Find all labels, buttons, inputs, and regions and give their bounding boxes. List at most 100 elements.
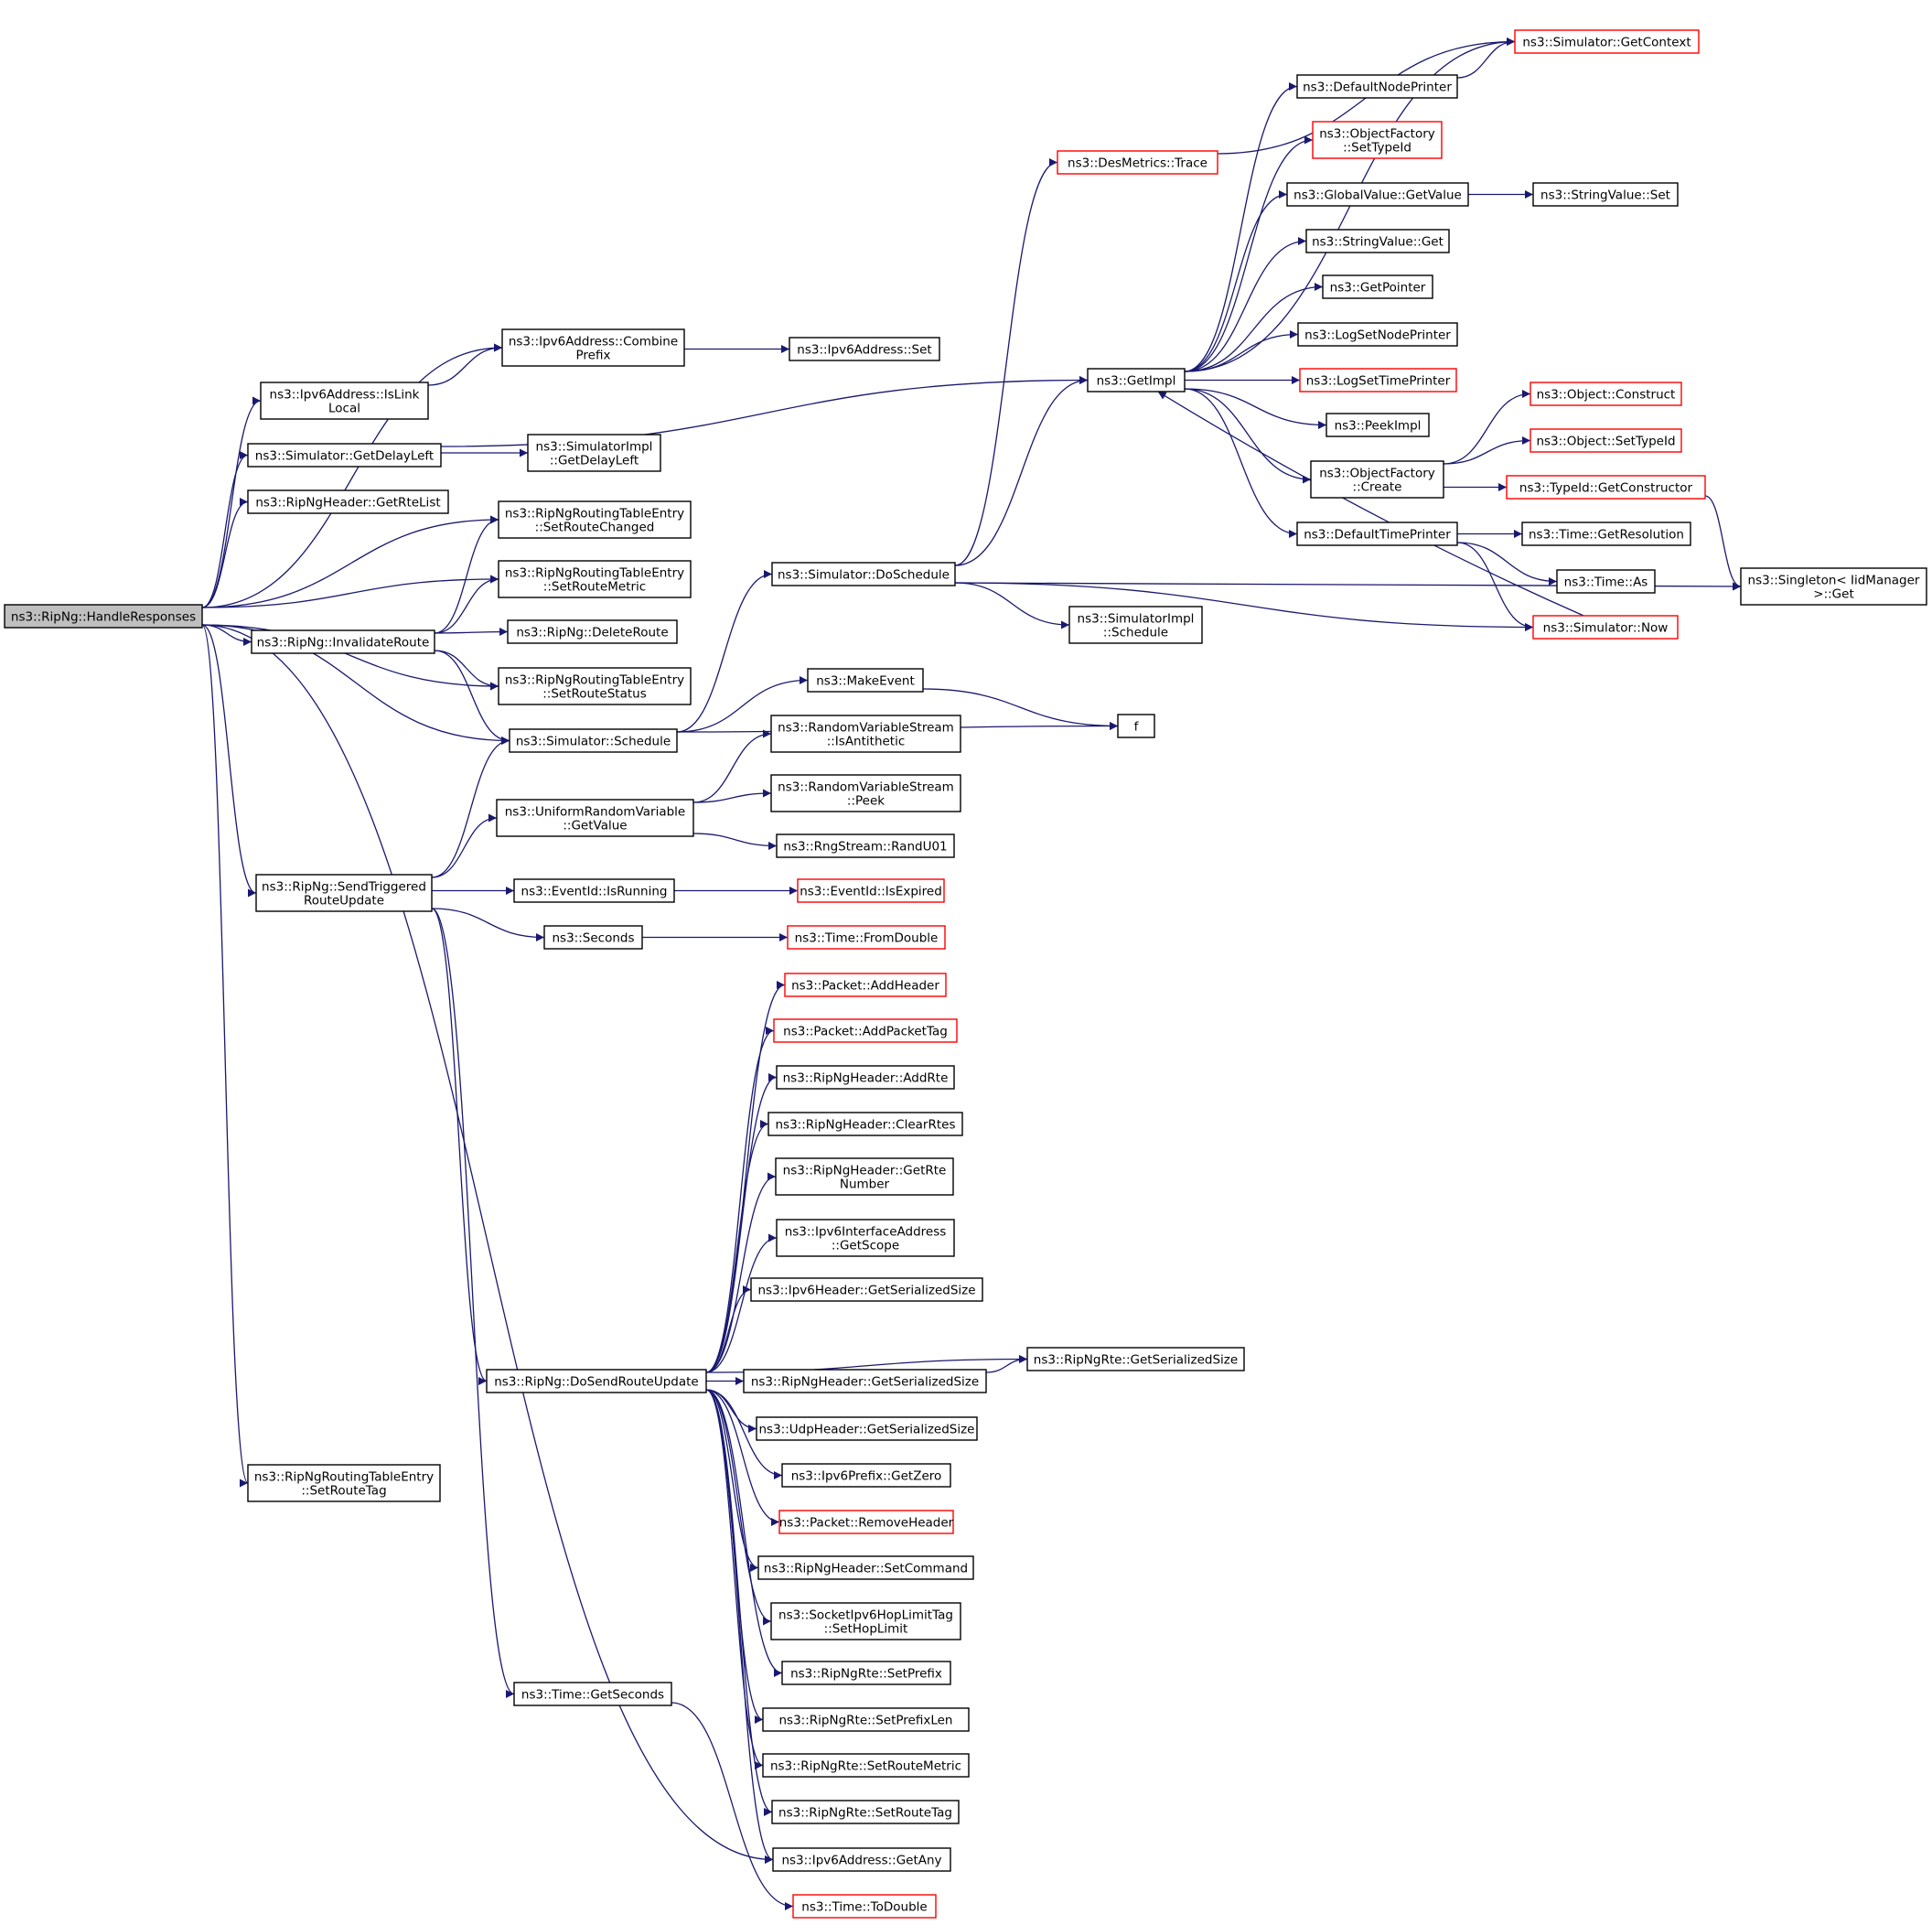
node-doschedule[interactable]: ns3::Simulator::DoSchedule [771, 562, 956, 586]
edge-schedule-to-makeevent [676, 676, 809, 733]
node-setroutestatus[interactable]: ns3::RipNgRoutingTableEntry::SetRouteSta… [498, 667, 692, 705]
node-ofcreate[interactable]: ns3::ObjectFactory::Create [1310, 460, 1444, 499]
node-invalidateroute[interactable]: ns3::RipNg::InvalidateRoute [251, 629, 435, 654]
node-stringget[interactable]: ns3::StringValue::Get [1305, 229, 1450, 253]
node-now[interactable]: ns3::Simulator::Now [1532, 615, 1679, 640]
node-isantithetic[interactable]: ns3::RandomVariableStream::IsAntithetic [770, 715, 961, 753]
node-rtesetroutemetric[interactable]: ns3::RipNgRte::SetRouteMetric [762, 1753, 970, 1778]
node-addrte[interactable]: ns3::RipNgHeader::AddRte [776, 1065, 955, 1090]
node-label: ::IsAntithetic [827, 735, 906, 749]
node-ripngrtesize[interactable]: ns3::RipNgRte::GetSerializedSize [1026, 1347, 1245, 1371]
node-removeheader[interactable]: ns3::Packet::RemoveHeader [778, 1510, 954, 1534]
node-box [775, 1157, 954, 1196]
node-ofsettypeid[interactable]: ns3::ObjectFactory::SetTypeId [1312, 121, 1443, 159]
node-box [762, 1707, 970, 1732]
node-defaulttimeprinter[interactable]: ns3::DefaultTimePrinter [1296, 522, 1458, 546]
node-label: ns3::Ipv6Header::GetSerializedSize [757, 1284, 975, 1298]
node-setcommand[interactable]: ns3::RipNgHeader::SetCommand [757, 1555, 974, 1580]
node-peek[interactable]: ns3::RandomVariableStream::Peek [770, 774, 961, 812]
node-box [1521, 522, 1691, 546]
node-setprefixlen[interactable]: ns3::RipNgRte::SetPrefixLen [762, 1707, 970, 1732]
node-setprefix[interactable]: ns3::RipNgRte::SetPrefix [781, 1661, 951, 1685]
node-logsetnodeprinter[interactable]: ns3::LogSetNodePrinter [1297, 322, 1458, 347]
node-label: ns3::RipNgHeader::AddRte [783, 1071, 949, 1086]
node-todouble[interactable]: ns3::Time::ToDouble [792, 1894, 937, 1919]
node-ripngheadersize[interactable]: ns3::RipNgHeader::GetSerializedSize [743, 1369, 987, 1393]
node-label: ::SetRouteTag [301, 1484, 386, 1499]
node-label: ns3::Ipv6Prefix::GetZero [791, 1469, 942, 1484]
node-fromdouble[interactable]: ns3::Time::FromDouble [787, 925, 946, 950]
node-label: RouteUpdate [304, 894, 384, 909]
node-globalgetvalue[interactable]: ns3::GlobalValue::GetValue [1286, 182, 1469, 207]
edge-doschedule-to-desmetrics [954, 158, 1058, 566]
node-uniformgetvalue[interactable]: ns3::UniformRandomVariable::GetValue [496, 799, 694, 837]
node-deleteroute[interactable]: ns3::RipNg::DeleteRoute [507, 619, 678, 644]
node-dosendrouteupdate[interactable]: ns3::RipNg::DoSendRouteUpdate [486, 1369, 707, 1393]
node-randu01[interactable]: ns3::RngStream::RandU01 [776, 833, 955, 858]
edge-sendtriggered-to-schedule [431, 737, 510, 878]
node-setroutetag-entry[interactable]: ns3::RipNgRoutingTableEntry::SetRouteTag [247, 1464, 441, 1502]
node-rtesetroutetag[interactable]: ns3::RipNgRte::SetRouteTag [771, 1800, 960, 1824]
edge-uniformgetvalue-to-randu01 [692, 833, 778, 850]
node-getseconds[interactable]: ns3::Time::GetSeconds [513, 1682, 672, 1706]
node-box [1532, 182, 1679, 207]
node-objsettypeid[interactable]: ns3::Object::SetTypeId [1530, 428, 1682, 453]
node-ipv6set[interactable]: ns3::Ipv6Address::Set [789, 337, 940, 361]
edge-getimpl-to-getcontext [1184, 38, 1516, 372]
node-makeevent[interactable]: ns3::MakeEvent [807, 668, 924, 693]
node-addheader[interactable]: ns3::Packet::AddHeader [784, 973, 947, 997]
node-getscope[interactable]: ns3::Ipv6InterfaceAddress::GetScope [776, 1219, 955, 1257]
node-getrtelist[interactable]: ns3::RipNgHeader::GetRteList [247, 489, 449, 514]
node-box [1296, 522, 1458, 546]
node-isexpired[interactable]: ns3::EventId::IsExpired [797, 878, 945, 903]
edge-sendtriggered-to-uniformgetvalue [431, 813, 498, 878]
node-label: ns3::Object::SetTypeId [1536, 435, 1675, 449]
node-peekimpl[interactable]: ns3::PeekImpl [1326, 413, 1430, 437]
node-label: ns3::Simulator::Schedule [516, 735, 671, 749]
edge-dosendrouteupdate-to-clearrtes [705, 1120, 769, 1373]
node-getcontext[interactable]: ns3::Simulator::GetContext [1514, 29, 1700, 54]
node-schedule[interactable]: ns3::Simulator::Schedule [509, 728, 678, 753]
node-getimpl[interactable]: ns3::GetImpl [1087, 368, 1186, 393]
node-setroutechanged[interactable]: ns3::RipNgRoutingTableEntry::SetRouteCha… [498, 500, 692, 539]
node-sethoplimit[interactable]: ns3::SocketIpv6HopLimitTag::SetHopLimit [770, 1602, 961, 1640]
node-f[interactable]: f [1117, 714, 1155, 738]
edge-root-to-setroutestatus [201, 624, 499, 691]
node-objconstruct[interactable]: ns3::Object::Construct [1530, 382, 1682, 406]
node-setroutemetric[interactable]: ns3::RipNgRoutingTableEntry::SetRouteMet… [498, 560, 692, 598]
node-getdelayleft[interactable]: ns3::Simulator::GetDelayLeft [247, 443, 442, 468]
edge-getimpl-to-ofsettypeid [1184, 135, 1314, 372]
node-root[interactable]: ns3::RipNg::HandleResponses [4, 604, 203, 629]
node-defaultnodeprinter[interactable]: ns3::DefaultNodePrinter [1296, 74, 1458, 99]
node-getpointer[interactable]: ns3::GetPointer [1322, 274, 1433, 299]
node-clearrtes[interactable]: ns3::RipNgHeader::ClearRtes [767, 1112, 963, 1136]
node-stringset[interactable]: ns3::StringValue::Set [1532, 182, 1679, 207]
node-getzero[interactable]: ns3::Ipv6Prefix::GetZero [781, 1463, 951, 1488]
node-implgetdelayleft[interactable]: ns3::SimulatorImpl::GetDelayLeft [527, 434, 661, 472]
node-udpheadersize[interactable]: ns3::UdpHeader::GetSerializedSize [756, 1416, 978, 1441]
node-seconds[interactable]: ns3::Seconds [543, 925, 643, 950]
node-getconstructor[interactable]: ns3::TypeId::GetConstructor [1506, 475, 1706, 500]
node-logsettimeprinter[interactable]: ns3::LogSetTimePrinter [1299, 368, 1457, 393]
node-implschedule[interactable]: ns3::SimulatorImpl::Schedule [1068, 606, 1203, 644]
node-label: ns3::StringValue::Get [1312, 235, 1444, 250]
node-addpackettag[interactable]: ns3::Packet::AddPacketTag [773, 1018, 958, 1043]
node-ipv6headersize[interactable]: ns3::Ipv6Header::GetSerializedSize [750, 1277, 983, 1302]
node-label: Local [328, 402, 360, 416]
node-label: ns3::RipNg::InvalidateRoute [257, 636, 430, 651]
node-getresolution[interactable]: ns3::Time::GetResolution [1521, 522, 1691, 546]
node-box [1530, 382, 1682, 406]
node-box [1530, 428, 1682, 453]
node-getany[interactable]: ns3::Ipv6Address::GetAny [772, 1847, 951, 1872]
node-singletonget[interactable]: ns3::Singleton< IidManager>::Get [1740, 567, 1927, 606]
edge-sendtriggered-to-seconds [431, 908, 545, 941]
node-desmetrics[interactable]: ns3::DesMetrics::Trace [1057, 150, 1218, 175]
node-timeas[interactable]: ns3::Time::As [1556, 569, 1656, 594]
node-label: ns3::LogSetTimePrinter [1306, 374, 1451, 389]
node-label: ns3::Simulator::DoSchedule [778, 568, 950, 583]
node-isrunning[interactable]: ns3::EventId::IsRunning [513, 878, 675, 903]
